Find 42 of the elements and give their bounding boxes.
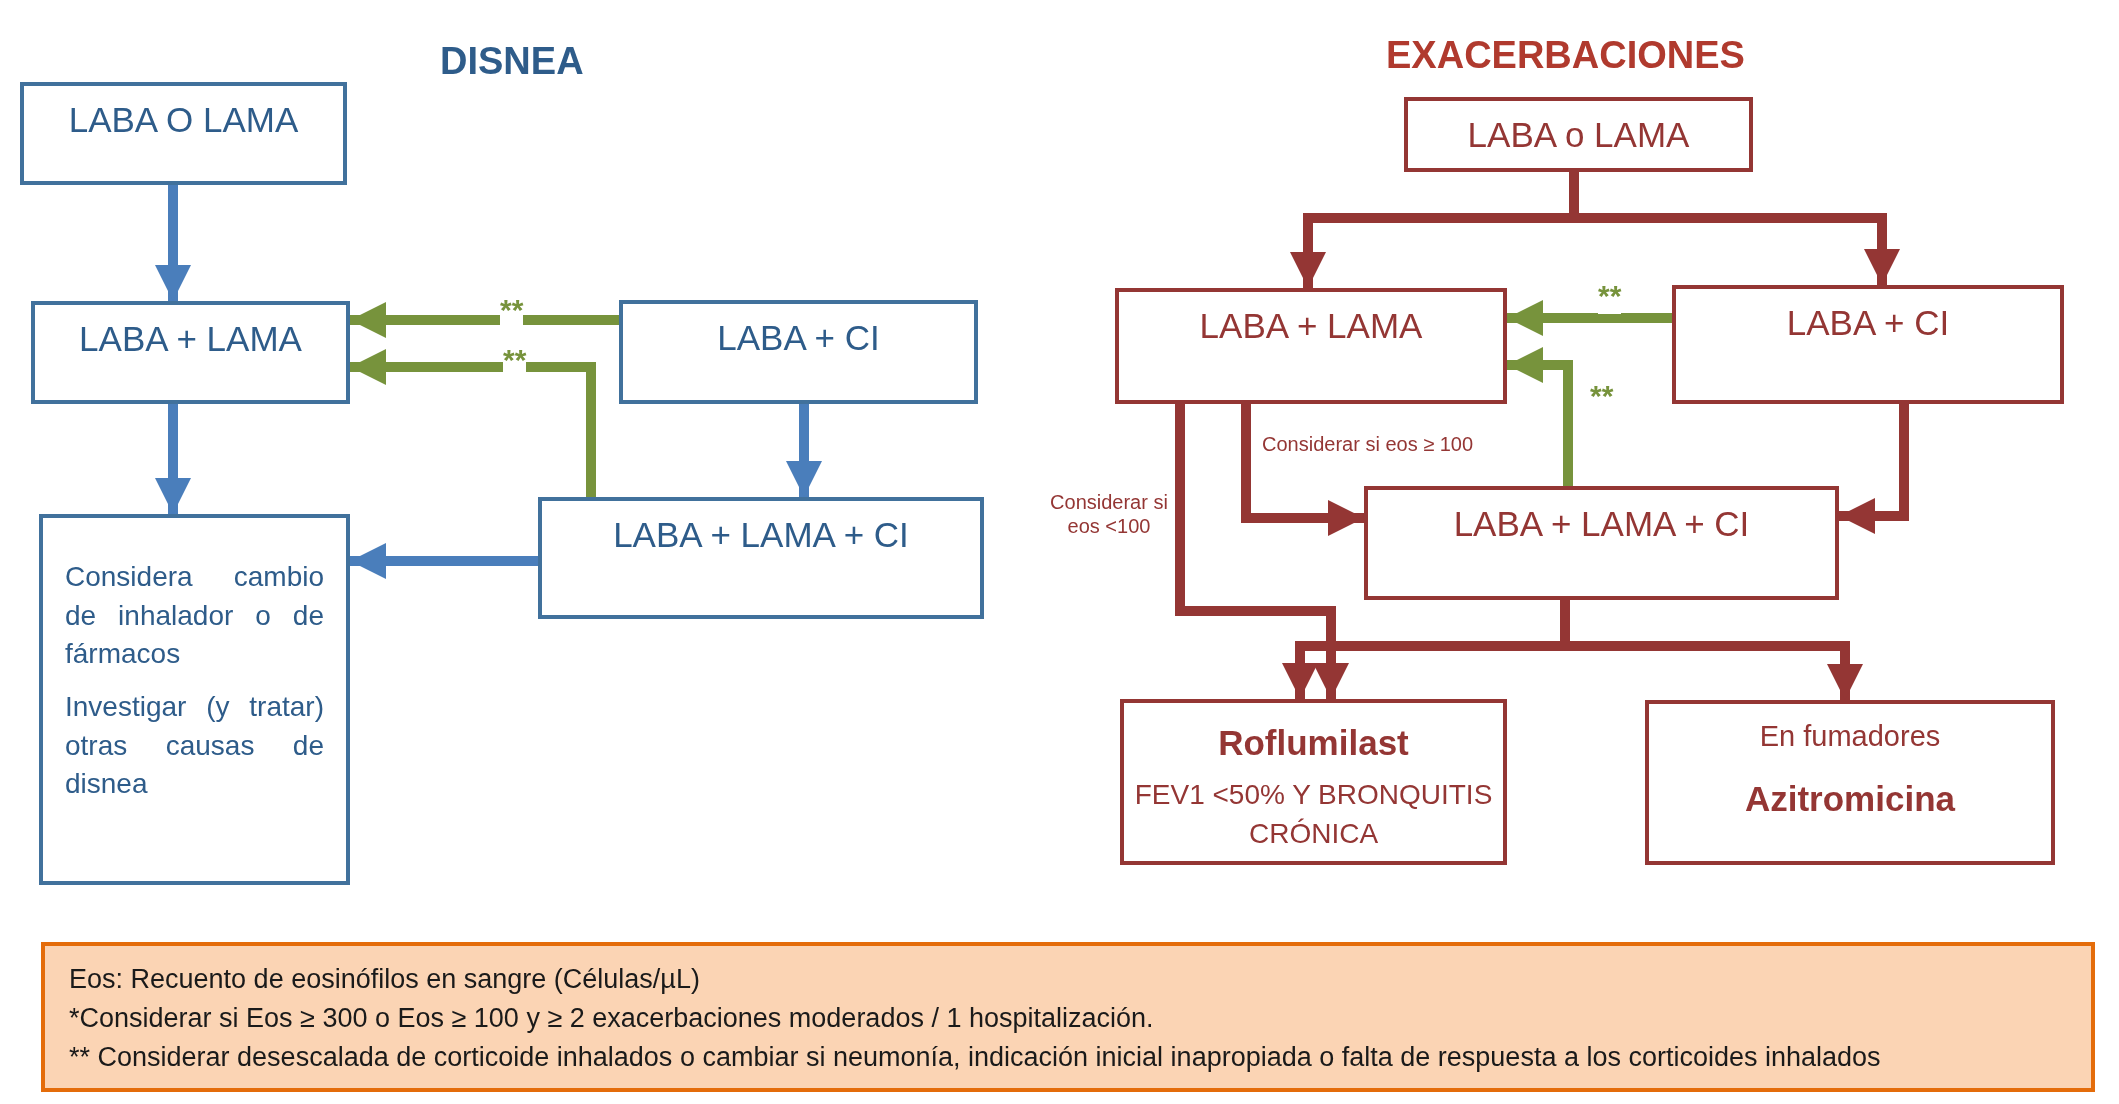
treatment-box: [1645, 700, 2055, 865]
box-label: LABA O LAMA: [68, 100, 299, 140]
note-box: [39, 514, 350, 885]
footnote-text: ** Considerar desescalada de corticoide inhalados o cambiar si neumonía, indicación inicial inapropiada o falta de respuesta a los corticoides inhalados: [69, 1041, 1882, 1075]
arrow: [1175, 404, 1349, 699]
process-box: [1115, 288, 1507, 404]
box-label: LABA + LAMA: [1199, 306, 1423, 346]
footnote-box: [41, 942, 2095, 1092]
arrow: [155, 185, 191, 301]
box-label: LABA o LAMA: [1467, 115, 1690, 155]
process-box: [1364, 486, 1839, 600]
drug-name: Roflumilast: [1218, 723, 1409, 763]
footnote-text: *Considerar si Eos ≥ 300 o Eos ≥ 100 y ≥ 2 exacerbaciones moderados / 1 hospitalización.: [69, 1002, 1155, 1036]
box-label: LABA + CI: [1786, 303, 1950, 343]
arrow: [350, 543, 538, 579]
arrow: [350, 302, 619, 338]
treatment-box: [1120, 699, 1507, 865]
note-text: Investigar (y tratar) otras causas de disnea: [65, 689, 324, 802]
arrow: [1507, 300, 1672, 336]
arrow: [155, 404, 191, 514]
process-box: [1672, 285, 2064, 404]
process-box: [1404, 97, 1753, 172]
process-box: [20, 82, 347, 185]
note-text: Considera cambio de inhalador o de fármacos: [65, 560, 324, 672]
process-box: [538, 497, 984, 619]
arrow: [1839, 404, 1909, 534]
footnote-text: Eos: Recuento de eosinófilos en sangre (Células/µL): [69, 963, 701, 996]
box-label: LABA + LAMA: [79, 319, 302, 359]
arrow: [786, 404, 822, 497]
process-box: [619, 300, 978, 404]
arrow: [1241, 404, 1364, 536]
criteria-text: FEV1 <50% Y BRONQUITIS CRÓNICA: [1134, 778, 1493, 852]
arrow: [350, 349, 596, 497]
box-label: LABA + LAMA + CI: [613, 515, 909, 555]
process-box: [31, 301, 350, 404]
box-label: LABA + LAMA + CI: [1453, 504, 1750, 544]
drug-name: Azitromicina: [1744, 779, 1955, 819]
arrow: [1507, 347, 1573, 486]
section-heading: EXACERBACIONES: [1386, 34, 1745, 77]
box-label: LABA + CI: [717, 318, 880, 358]
section-heading: DISNEA: [440, 40, 584, 83]
criteria-text: En fumadores: [1759, 720, 1941, 753]
